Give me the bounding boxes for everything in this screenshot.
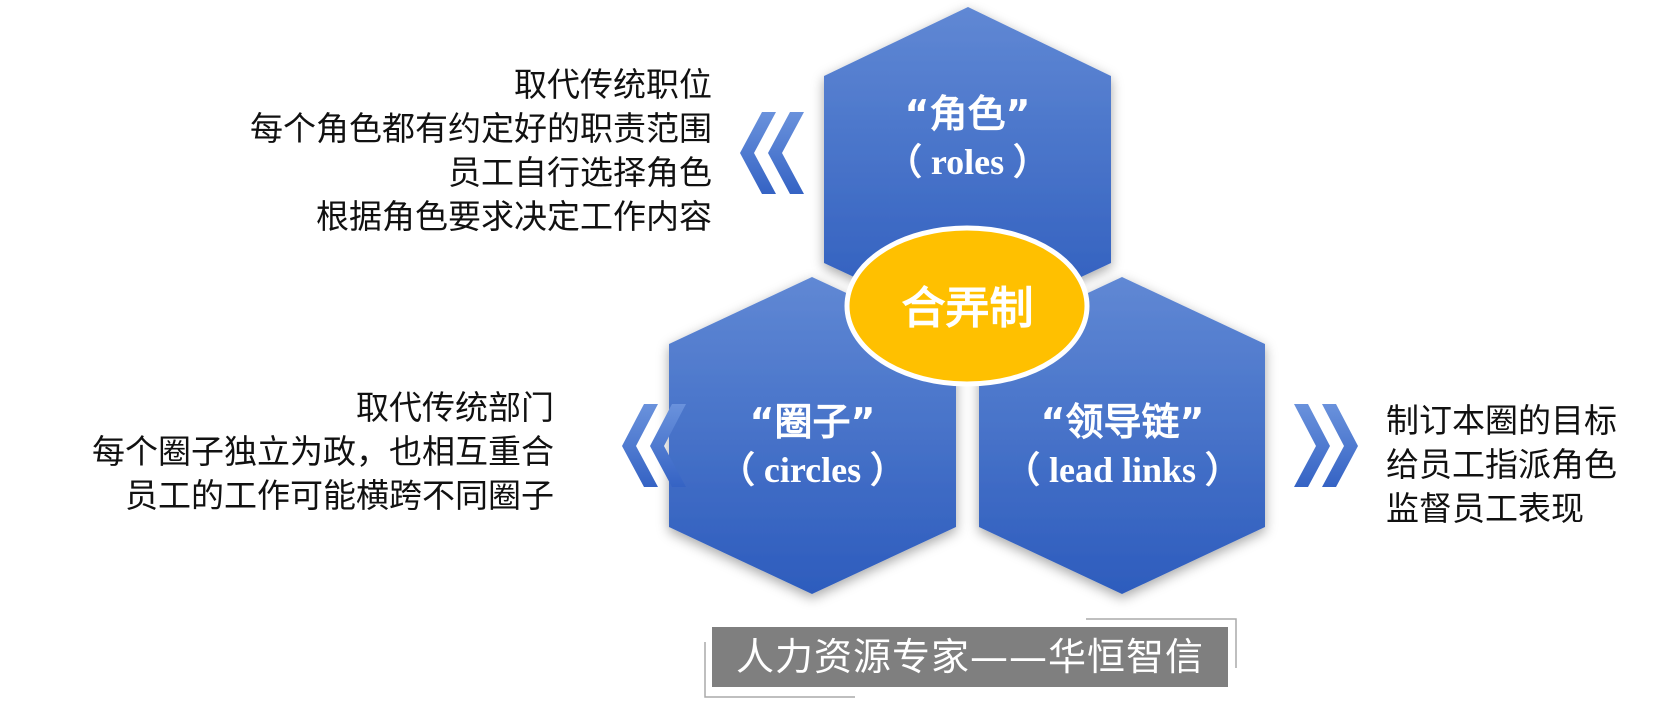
circles-cn: “圈子” [749,400,876,444]
description-line: 根据角色要求决定工作内容 [316,197,712,236]
lead-links-label: “领导链” （ lead links ） [979,398,1266,494]
roles-label: “角色” （ roles ） [824,90,1111,186]
double-chevron-left-icon [740,112,804,194]
lead-links-cn: “领导链” [1040,400,1205,444]
center-ellipse [844,225,1090,387]
circles-description: 取代传统部门 每个圈子独立为政，也相互重合 员工的工作可能横跨不同圈子 [92,386,554,518]
roles-cn: “角色” [904,92,1031,136]
description-line: 每个角色都有约定好的职责范围 [250,109,712,148]
roles-description: 取代传统职位 每个角色都有约定好的职责范围 员工自行选择角色 根据角色要求决定工… [250,63,712,239]
description-line: 取代传统职位 [514,65,712,104]
description-line: 员工自行选择角色 [448,153,712,192]
footer-bracket [704,642,855,698]
circles-label: “圈子” （ circles ） [669,398,956,494]
description-line: 制订本圈的目标 [1386,401,1617,440]
lead-links-en: （ lead links ） [1003,450,1242,490]
double-chevron-left-icon [622,404,686,487]
description-line: 每个圈子独立为政，也相互重合 [92,432,554,471]
description-line: 给员工指派角色 [1386,445,1617,484]
description-line: 取代传统部门 [356,388,554,427]
description-line: 员工的工作可能横跨不同圈子 [125,476,554,515]
circles-en: （ circles ） [718,450,907,490]
footer-bracket [1086,618,1237,668]
center-label: 合弄制 [901,283,1034,334]
description-line: 监督员工表现 [1386,489,1584,528]
roles-en: （ roles ） [885,142,1050,182]
footer-banner: 人力资源专家——华恒智信 [712,627,1228,687]
double-chevron-right-icon [1294,404,1358,487]
lead-links-description: 制订本圈的目标 给员工指派角色 监督员工表现 [1386,399,1617,531]
